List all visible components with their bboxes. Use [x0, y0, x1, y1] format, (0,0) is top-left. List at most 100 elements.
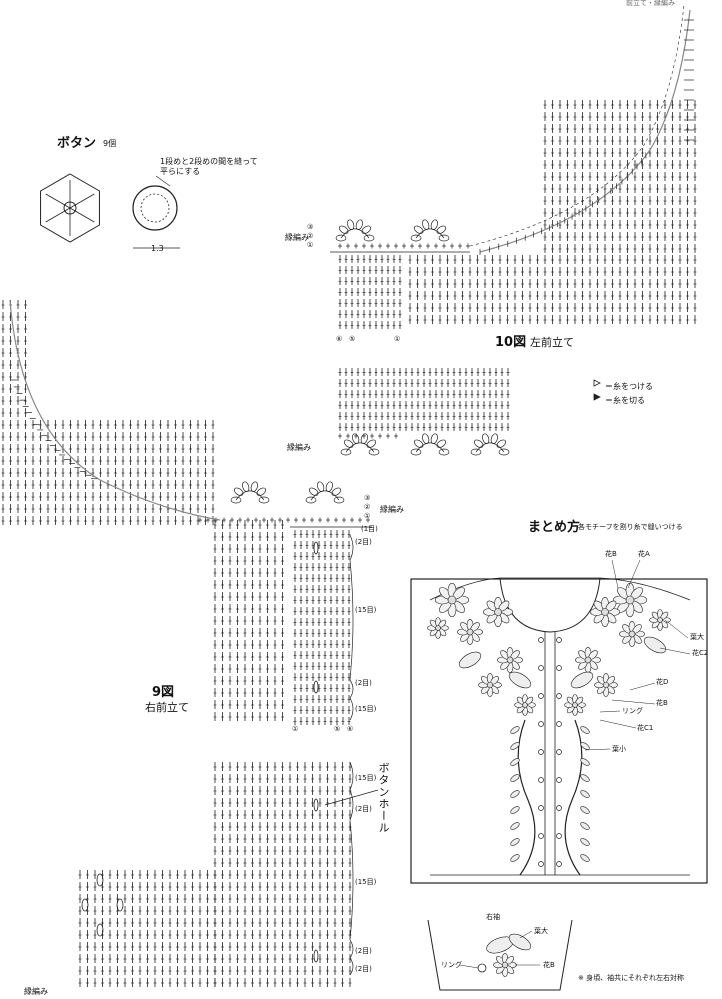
button-note-leader: [155, 175, 171, 187]
assembly-flower: [486, 681, 494, 689]
sleeve-leaf-large: 葉大: [534, 927, 548, 935]
assembly-flower: [628, 630, 636, 638]
right-front-col-mark-5: ⑤: [334, 725, 341, 733]
assembly-vine-left: [517, 719, 536, 876]
buttonhole-mark: [313, 541, 319, 555]
right-front-row-label-4: (2目): [355, 679, 372, 687]
assembly-leaf: [643, 636, 667, 654]
left-bottom-petal: [340, 448, 352, 456]
assembly-subtitle: 各モチーフを割り糸で縫いつける: [578, 523, 683, 531]
right-band-bracket: [349, 789, 354, 821]
assembly-vine-leaf: [580, 726, 590, 734]
right-front-row-label-1: (1目): [361, 525, 378, 533]
sleeve-flower-b: 花B: [543, 961, 555, 969]
right-band-bracket: [349, 957, 354, 976]
left-neckline-curve: [479, 9, 691, 253]
left-front-col-mark-1: ①: [394, 335, 401, 343]
right-neckline-curve: [9, 299, 221, 521]
right-front-row-label-2: (2目): [355, 538, 372, 546]
left-bottom-petal: [470, 448, 482, 456]
left-top-petal: [438, 234, 450, 242]
left-bottom-petal: [496, 439, 507, 448]
sleeve-leader: [519, 930, 533, 939]
left-bottom-petal: [438, 448, 450, 456]
cardigan-button: [538, 637, 544, 643]
hem-motif: [81, 898, 89, 912]
left-bottom-petal: [498, 448, 510, 456]
button-center: [63, 201, 77, 215]
right-front-row-label-6: (15目): [355, 774, 377, 782]
cardigan-button: [556, 861, 562, 867]
left-bottom-petal: [473, 439, 484, 448]
right-front-top-mark-3: ③: [364, 494, 371, 502]
assembly-vine-leaf: [510, 854, 520, 862]
left-bottom-petal: [475, 442, 505, 453]
assembly-leader: [611, 559, 619, 589]
cardigan-button: [556, 665, 562, 671]
assembly-vine-leaf: [510, 758, 520, 766]
assembly-leader: [664, 619, 689, 639]
cardigan-button: [556, 721, 562, 727]
left-front-col-mark-5: ⑤: [349, 335, 356, 343]
button-inner-stitch: [140, 193, 170, 223]
sleeve-ring: [477, 963, 487, 973]
right-top-petal: [230, 496, 242, 504]
corner-header-text: 前立て・縁編み: [626, 0, 675, 7]
cardigan-button: [538, 805, 544, 811]
assembly-vine-leaf: [580, 854, 590, 862]
assembly-vine-leaf: [510, 806, 520, 814]
cardigan-button: [538, 833, 544, 839]
cardigan-button: [538, 721, 544, 727]
right-band-bracket: [349, 939, 354, 959]
assembly-flower: [625, 595, 635, 605]
assembly-vine-leaf: [510, 822, 520, 830]
assembly-leader: [599, 719, 637, 729]
assembly-vine-leaf: [580, 838, 590, 846]
left-front-edge-label-top: 縁編み: [285, 233, 309, 242]
cardigan-button: [556, 749, 562, 755]
sleeve-outline: [427, 919, 573, 991]
sleeve-leaf: [508, 933, 532, 951]
button-spoke: [69, 193, 95, 209]
assembly-flower: [447, 595, 457, 605]
assembly-leader: [659, 647, 691, 655]
cardigan-button: [538, 665, 544, 671]
right-top-petal: [256, 487, 267, 496]
assembly-vine-leaf: [510, 726, 520, 734]
assembly-flower: [506, 656, 514, 664]
left-top-petal: [413, 225, 424, 234]
left-top-petal: [335, 234, 347, 242]
button-hexagon: [40, 173, 100, 243]
legend-cut-yarn: ＝糸を切る: [605, 396, 645, 405]
buttonhole-mark: [313, 680, 319, 694]
assembly-flower: [466, 628, 474, 636]
sleeve-flower: [501, 961, 509, 969]
left-top-petal: [361, 225, 372, 234]
sleeve-title: 右袖: [486, 913, 500, 921]
assembly-leaf: [570, 671, 594, 689]
right-band-bracket: [349, 761, 354, 791]
assembly-flower: [601, 608, 609, 616]
assembly-vine-leaf: [580, 742, 590, 750]
assembly-vine-leaf: [580, 774, 590, 782]
button-dimension: 1.3: [151, 244, 164, 253]
right-top-petal: [258, 496, 270, 504]
sleeve-note: ※ 身頃、袖共にそれぞれ左右対称: [578, 974, 684, 982]
left-top-petal: [410, 234, 422, 242]
right-front-edge-label: 縁編み: [380, 505, 404, 514]
left-bottom-petal: [413, 439, 424, 448]
right-top-petal: [308, 487, 319, 496]
right-band-bracket: [349, 534, 354, 561]
legend-attach-icon: [593, 379, 601, 387]
right-band-bracket: [349, 819, 354, 941]
assembly-vine-leaf: [580, 806, 590, 814]
right-top-petal: [233, 487, 244, 496]
label-leaf-large: 葉大: [690, 633, 704, 641]
left-bottom-petal: [415, 442, 445, 453]
right-top-petal: [331, 487, 342, 496]
button-outline: [132, 185, 178, 231]
cardigan-button: [538, 749, 544, 755]
label-flower-a: 花A: [638, 550, 650, 558]
assembly-leader: [627, 559, 641, 589]
